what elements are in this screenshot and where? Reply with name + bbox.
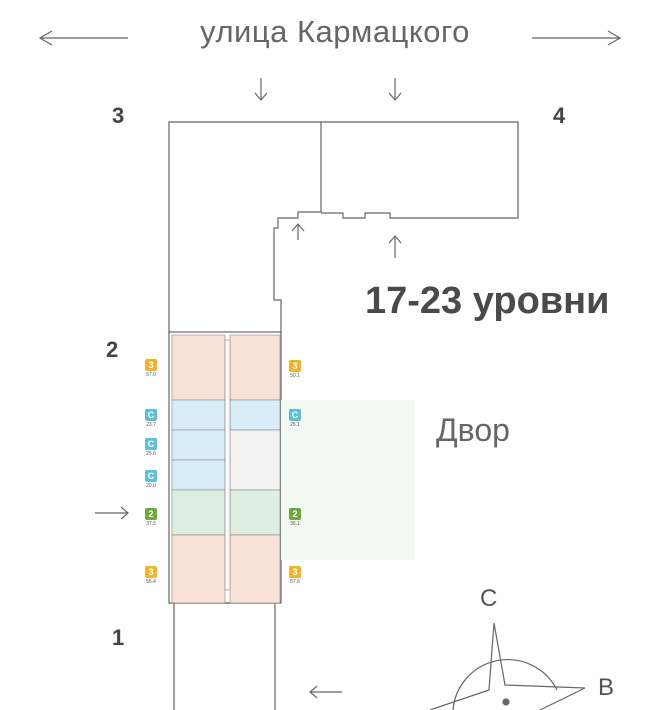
compass-icon bbox=[429, 622, 586, 710]
apartment-area: 23.7 bbox=[146, 422, 156, 428]
apartment-type: 3 bbox=[289, 566, 301, 578]
entry-arrow-icon bbox=[291, 223, 305, 240]
section-1-outline bbox=[173, 602, 276, 710]
section-number-3: 3 bbox=[112, 103, 125, 128]
apartment-area: 25.6 bbox=[146, 451, 156, 457]
apartment-type: 3 bbox=[289, 360, 301, 372]
apartment-type: 2 bbox=[145, 508, 157, 520]
section-number-4: 4 bbox=[553, 103, 566, 128]
arrow-right-icon bbox=[532, 30, 622, 46]
apartment-area: 36.1 bbox=[290, 521, 300, 527]
apartment-area: 56.4 bbox=[146, 579, 156, 585]
apartment-type: С bbox=[145, 438, 157, 450]
arrow-left-icon bbox=[38, 30, 128, 46]
section-3-outline bbox=[168, 121, 322, 332]
apartment-type: 2 bbox=[289, 508, 301, 520]
entry-arrow-icon bbox=[388, 235, 402, 258]
apartment-area: 20.0 bbox=[146, 483, 156, 489]
entry-arrow-icon bbox=[388, 78, 402, 101]
section-number-1: 1 bbox=[112, 625, 125, 650]
entry-arrow-icon bbox=[309, 685, 342, 699]
entry-arrow-icon bbox=[95, 506, 129, 520]
apartment-type: 3 bbox=[145, 566, 157, 578]
apartment-area: 25.1 bbox=[290, 422, 300, 428]
floor-range-title: 17-23 уровни bbox=[365, 280, 610, 322]
courtyard-label: Двор bbox=[436, 412, 510, 448]
apartment-area: 37.5 bbox=[146, 521, 156, 527]
apartment-type: С bbox=[145, 470, 157, 482]
compass-east-label: В bbox=[598, 674, 615, 701]
apartment-area: 57.6 bbox=[290, 579, 300, 585]
apartment-area: 57.0 bbox=[146, 372, 156, 378]
street-name: улица Кармацкого bbox=[200, 14, 470, 49]
apartment-area: 50.1 bbox=[290, 373, 300, 379]
section-4-outline bbox=[321, 121, 519, 219]
apartment-type: С bbox=[289, 409, 301, 421]
apartment-type: 3 bbox=[145, 359, 157, 371]
courtyard-area bbox=[281, 400, 415, 560]
apartment-type: С bbox=[145, 409, 157, 421]
section-number-2: 2 bbox=[106, 337, 119, 362]
compass-north-label: С bbox=[480, 585, 498, 612]
entry-arrow-icon bbox=[254, 78, 268, 101]
apartments bbox=[171, 334, 281, 604]
